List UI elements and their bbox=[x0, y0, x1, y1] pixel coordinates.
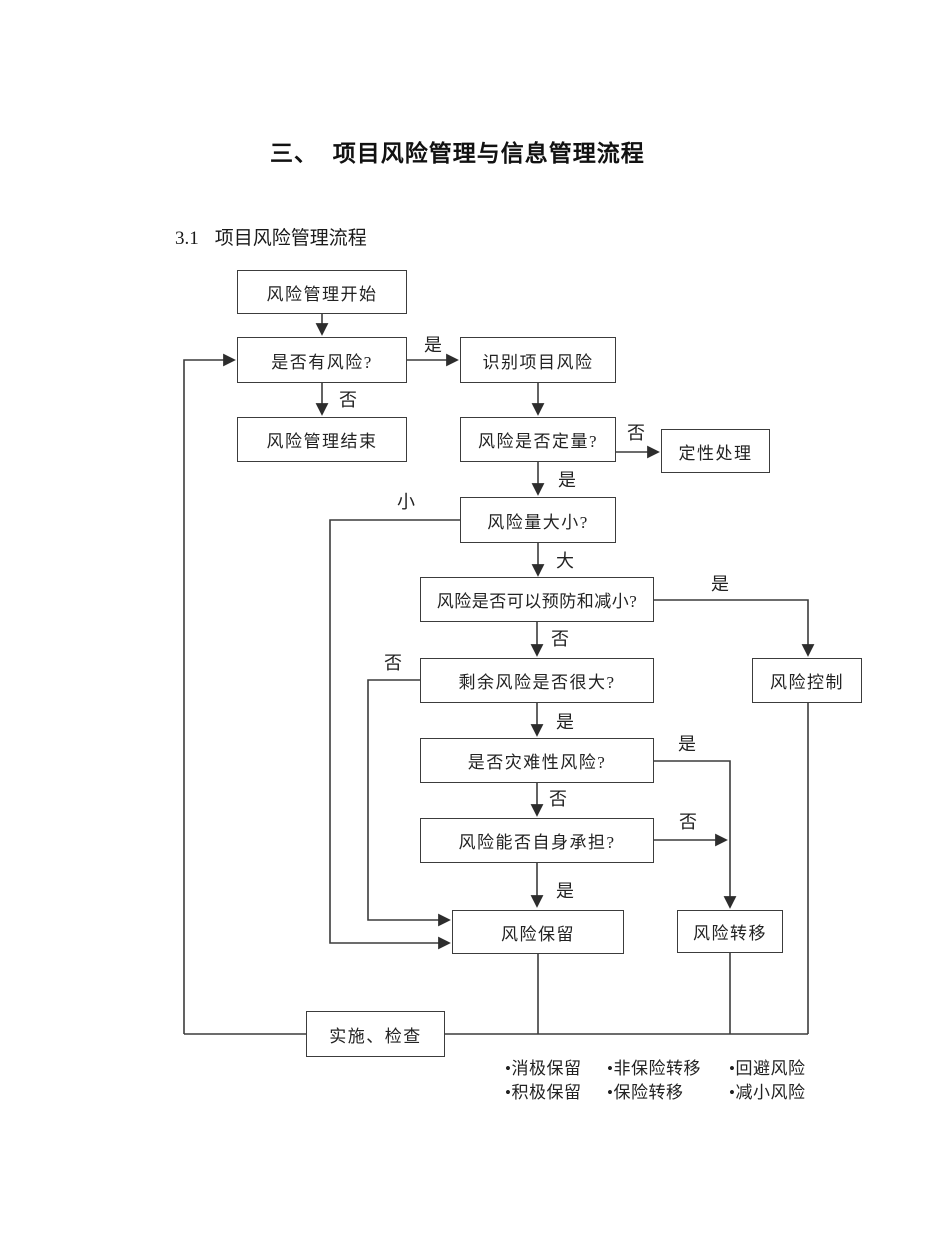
legend-retain-options: •消极保留 •积极保留 bbox=[505, 1057, 581, 1105]
edge-label-quantify-no: 否 bbox=[627, 423, 645, 443]
node-self-bear-risk: 风险能否自身承担? bbox=[420, 818, 654, 863]
section-number: 3.1 bbox=[175, 228, 199, 249]
node-qualitative-handling: 定性处理 bbox=[661, 429, 770, 473]
node-identify-risk: 识别项目风险 bbox=[460, 337, 616, 383]
node-risk-transfer: 风险转移 bbox=[677, 910, 783, 953]
edge-magnitude-small-to-retain bbox=[329, 519, 460, 950]
legend-item: •减小风险 bbox=[729, 1083, 806, 1102]
edge-label-catastrophic-yes: 是 bbox=[678, 734, 696, 754]
legend-item: •消极保留 bbox=[505, 1059, 582, 1078]
edge-label-residual-no: 否 bbox=[384, 653, 402, 673]
legend-item: •积极保留 bbox=[505, 1083, 582, 1102]
node-risk-quantify: 风险是否定量? bbox=[460, 417, 616, 462]
node-risk-magnitude: 风险量大小? bbox=[460, 497, 616, 543]
node-residual-risk-large: 剩余风险是否很大? bbox=[420, 658, 654, 703]
legend-item: •非保险转移 bbox=[607, 1059, 701, 1078]
legend-transfer-options: •非保险转移 •保险转移 bbox=[607, 1057, 701, 1105]
node-has-risk: 是否有风险? bbox=[237, 337, 407, 383]
edge-label-prevent-yes: 是 bbox=[711, 574, 729, 594]
legend-item: •保险转移 bbox=[607, 1083, 684, 1102]
section-heading: 3.1 项目风险管理流程 bbox=[156, 201, 367, 272]
edge-label-selfbear-no: 否 bbox=[679, 812, 697, 832]
edge-label-prevent-no: 否 bbox=[551, 629, 569, 649]
node-risk-retention: 风险保留 bbox=[452, 910, 624, 954]
edge-feedback-loop-to-hasrisk bbox=[183, 353, 236, 1034]
edge-label-hasrisk-yes: 是 bbox=[424, 335, 442, 355]
node-risk-control: 风险控制 bbox=[752, 658, 862, 703]
legend-item: •回避风险 bbox=[729, 1059, 806, 1078]
edge-label-magnitude-large: 大 bbox=[556, 551, 574, 571]
node-risk-management-start: 风险管理开始 bbox=[237, 270, 407, 314]
node-catastrophic-risk: 是否灾难性风险? bbox=[420, 738, 654, 783]
edge-label-residual-yes: 是 bbox=[556, 712, 574, 732]
edge-label-selfbear-yes: 是 bbox=[556, 881, 574, 901]
section-title: 项目风险管理流程 bbox=[214, 228, 367, 249]
edge-label-hasrisk-no: 否 bbox=[339, 390, 357, 410]
edge-label-catastrophic-no: 否 bbox=[549, 789, 567, 809]
edge-label-quantify-yes: 是 bbox=[558, 470, 576, 490]
node-risk-preventable: 风险是否可以预防和减小? bbox=[420, 577, 654, 622]
page-title: 三、 项目风险管理与信息管理流程 bbox=[270, 140, 645, 166]
edge-residual-no-to-retain bbox=[367, 679, 451, 927]
legend-avoid-options: •回避风险 •减小风险 bbox=[729, 1057, 805, 1105]
node-risk-management-end: 风险管理结束 bbox=[237, 417, 407, 462]
edge-prevent-yes-to-control bbox=[653, 599, 815, 657]
node-implement-check: 实施、检查 bbox=[306, 1011, 445, 1057]
edge-catastrophic-yes-to-transfer bbox=[654, 760, 737, 909]
edge-label-magnitude-small: 小 bbox=[397, 492, 415, 512]
